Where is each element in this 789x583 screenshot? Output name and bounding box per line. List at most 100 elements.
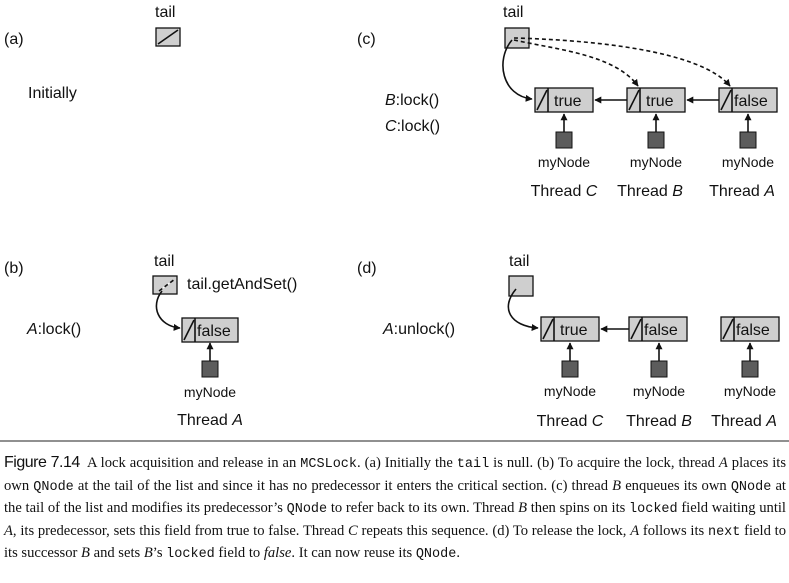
panel-b-tail-arrow xyxy=(155,290,181,331)
panel-c-tail-to-b-dashed-arrow xyxy=(513,39,639,87)
panel-c-node-c-flag: true xyxy=(554,93,582,110)
panel-d-thread-b-label: Thread B xyxy=(626,413,692,430)
caption-segment: follows its xyxy=(639,522,708,539)
panel-c-mynode-a-square xyxy=(739,131,757,149)
panel-d-qnode-b: false xyxy=(628,316,688,342)
panel-c-tail-to-a-dashed-arrow xyxy=(513,37,731,87)
panel-c-node-b-flag: true xyxy=(646,93,674,110)
caption-segment: B xyxy=(143,545,153,562)
caption-segment: A xyxy=(4,522,13,539)
panel-b-node-flag: false xyxy=(197,323,231,340)
panel-a-letter: (a) xyxy=(4,31,24,48)
panel-d-mynode-c-square xyxy=(561,360,579,378)
panel-c-mynode-a-label: myNode xyxy=(722,154,774,170)
panel-c-mynode-b-square xyxy=(647,131,665,149)
panel-d-node-c-flag: true xyxy=(560,322,588,339)
panel-b-getandset-label: tail.getAndSet() xyxy=(187,276,297,293)
panel-d-qnode-c: true xyxy=(540,316,600,342)
mcs-lock-diagram: (a) tail Initially (b) tail tail.getAndS… xyxy=(0,4,789,442)
panel-d-tail-arrow xyxy=(507,288,539,332)
panel-c-mynode-c-label: myNode xyxy=(538,154,590,170)
caption-segment: at the tail of the list and modifies its… xyxy=(4,477,786,517)
panel-d-letter: (d) xyxy=(357,260,377,277)
caption-segment: , its predecessor, sets this field from … xyxy=(12,522,349,539)
panel-a-tail-label: tail xyxy=(155,4,175,21)
figure-caption: Figure 7.14 A lock acquisition and relea… xyxy=(4,452,786,566)
panel-b-tail-pointer xyxy=(152,275,178,295)
panel-c-qnode-c: true xyxy=(534,87,594,113)
caption-segment: field to its successor xyxy=(4,522,786,562)
panel-c-node-a-flag: false xyxy=(734,93,768,110)
caption-segment: locked xyxy=(629,502,678,518)
panel-d-node-a-flag: false xyxy=(736,322,770,339)
caption-segment: B xyxy=(612,477,622,494)
panel-c-lock-call-b: B:lock() xyxy=(385,92,439,109)
caption-segment: QNode xyxy=(286,502,328,518)
panel-c-lock-call-c: C:lock() xyxy=(385,118,440,135)
panel-d-mynode-a-square xyxy=(741,360,759,378)
panel-c-letter: (c) xyxy=(357,31,376,48)
panel-b-qnode: false xyxy=(181,317,239,343)
caption-segment: next xyxy=(707,524,741,540)
caption-segment: enqueues its own xyxy=(621,477,731,494)
caption-segment: ’s xyxy=(152,545,167,562)
caption-segment: A xyxy=(718,455,728,471)
panel-d-unlock-call: A:unlock() xyxy=(382,321,455,338)
caption-segment: field to xyxy=(214,545,264,562)
figure-number: Figure 7.14 xyxy=(4,454,80,471)
panel-c-qnode-a: false xyxy=(718,87,778,113)
panel-d-mynode-c-label: myNode xyxy=(544,383,596,399)
panel-d-thread-a-label: Thread A xyxy=(711,413,777,430)
panel-c-tail-label: tail xyxy=(503,4,523,21)
caption-segment: places its own xyxy=(4,455,787,494)
panel-c-thread-b-label: Thread B xyxy=(617,183,683,200)
panel-d: (d) tail A:unlock() true false false xyxy=(357,253,780,430)
panel-d-thread-c-label: Thread C xyxy=(537,413,604,430)
panel-c: (c) tail B:lock() C:lock() true true xyxy=(357,4,778,200)
panel-b-lock-call: A:lock() xyxy=(26,321,81,338)
caption-segment: . xyxy=(456,545,460,562)
panel-b-mynode-label: myNode xyxy=(184,384,236,400)
caption-segment: QNode xyxy=(730,479,772,495)
panel-d-mynode-b-label: myNode xyxy=(633,383,685,399)
caption-segment: . (a) Initially the xyxy=(357,455,457,471)
panel-d-mynode-a-label: myNode xyxy=(724,383,776,399)
caption-segment: is null. (b) To acquire the lock, thread xyxy=(489,455,719,471)
caption-segment: A xyxy=(630,522,640,539)
caption-body: A lock acquisition and release in an MCS… xyxy=(4,455,787,563)
caption-segment: C xyxy=(348,522,358,539)
panel-b-tail-label: tail xyxy=(154,253,174,270)
panel-c-tail-to-c-arrow xyxy=(502,39,533,102)
panel-b-thread-label: Thread A xyxy=(177,412,243,429)
panel-a: (a) tail Initially xyxy=(4,4,181,102)
caption-segment: A lock acquisition and release in an xyxy=(86,455,301,471)
panel-c-qnode-b: true xyxy=(626,87,686,113)
panel-a-tail-pointer xyxy=(155,27,181,47)
panel-c-mynode-c-square xyxy=(555,131,573,149)
caption-segment: then spins on its xyxy=(527,500,630,517)
caption-segment: at the tail of the list and since it has… xyxy=(73,477,613,494)
panel-d-tail-label: tail xyxy=(509,253,529,270)
caption-segment: B xyxy=(518,500,528,517)
panel-d-node-b-flag: false xyxy=(644,322,678,339)
caption-segment: MCSLock xyxy=(300,457,358,472)
caption-segment: and sets xyxy=(89,545,144,562)
panel-d-mynode-b-square xyxy=(650,360,668,378)
caption-segment: B xyxy=(81,545,90,562)
caption-segment: repeats this sequence. (d) To release th… xyxy=(357,522,631,539)
caption-segment: locked xyxy=(166,547,215,563)
caption-segment: QNode xyxy=(415,547,457,563)
caption-segment: field waiting until xyxy=(677,500,786,517)
panel-c-mynode-b-label: myNode xyxy=(630,154,682,170)
caption-segment: to refer back to its own. Thread xyxy=(327,500,519,517)
panel-a-description: Initially xyxy=(28,85,77,102)
panel-d-qnode-a: false xyxy=(720,316,780,342)
panel-b-letter: (b) xyxy=(4,260,24,277)
caption-segment: QNode xyxy=(33,479,74,495)
panel-c-thread-a-label: Thread A xyxy=(709,183,775,200)
caption-segment: tail xyxy=(456,457,490,472)
panel-b: (b) tail tail.getAndSet() A:lock() false… xyxy=(4,253,297,429)
panel-c-thread-c-label: Thread C xyxy=(531,183,598,200)
caption-segment: . It can now reuse its xyxy=(291,545,416,562)
panel-b-mynode-square xyxy=(201,360,219,378)
